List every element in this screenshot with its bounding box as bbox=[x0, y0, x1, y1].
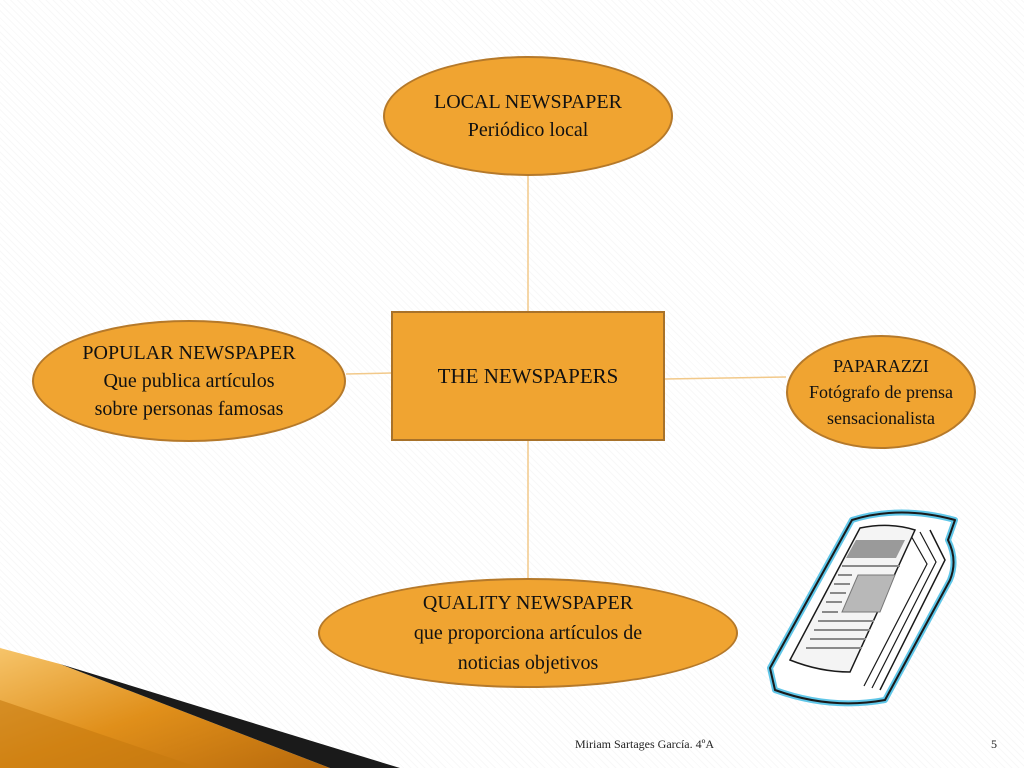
node-popular-line-2: sobre personas famosas bbox=[94, 398, 284, 420]
node-center-title: THE NEWSPAPERS bbox=[437, 363, 619, 388]
node-paparazzi-line-2: sensacionalista bbox=[827, 408, 935, 428]
node-quality-line-1: que proporciona artículos de bbox=[413, 622, 643, 644]
node-quality-title: QUALITY NEWSPAPER bbox=[422, 592, 634, 614]
node-paparazzi: PAPARAZZI Fotógrafo de prensa sensaciona… bbox=[786, 335, 976, 449]
node-paparazzi-title: PAPARAZZI bbox=[833, 356, 929, 376]
node-the-newspapers: THE NEWSPAPERS bbox=[391, 311, 665, 441]
node-popular-line-1: Que publica artículos bbox=[103, 370, 275, 392]
node-quality-line-2: noticias objetivos bbox=[457, 652, 599, 674]
node-popular-newspaper: POPULAR NEWSPAPER Que publica artículos … bbox=[32, 320, 346, 442]
connector-paparazzi bbox=[664, 376, 787, 380]
slide-number: 5 bbox=[991, 737, 997, 751]
footer-author: Miriam Sartages García. 4ºA bbox=[575, 737, 715, 751]
node-local-title: LOCAL NEWSPAPER bbox=[434, 91, 622, 113]
node-popular-title: POPULAR NEWSPAPER bbox=[82, 342, 296, 364]
node-quality-newspaper: QUALITY NEWSPAPER que proporciona artícu… bbox=[318, 578, 738, 688]
node-local-newspaper: LOCAL NEWSPAPER Periódico local bbox=[383, 56, 673, 176]
connector-popular bbox=[345, 372, 392, 375]
node-paparazzi-line-1: Fotógrafo de prensa bbox=[809, 382, 953, 402]
node-local-line-1: Periódico local bbox=[467, 119, 589, 141]
